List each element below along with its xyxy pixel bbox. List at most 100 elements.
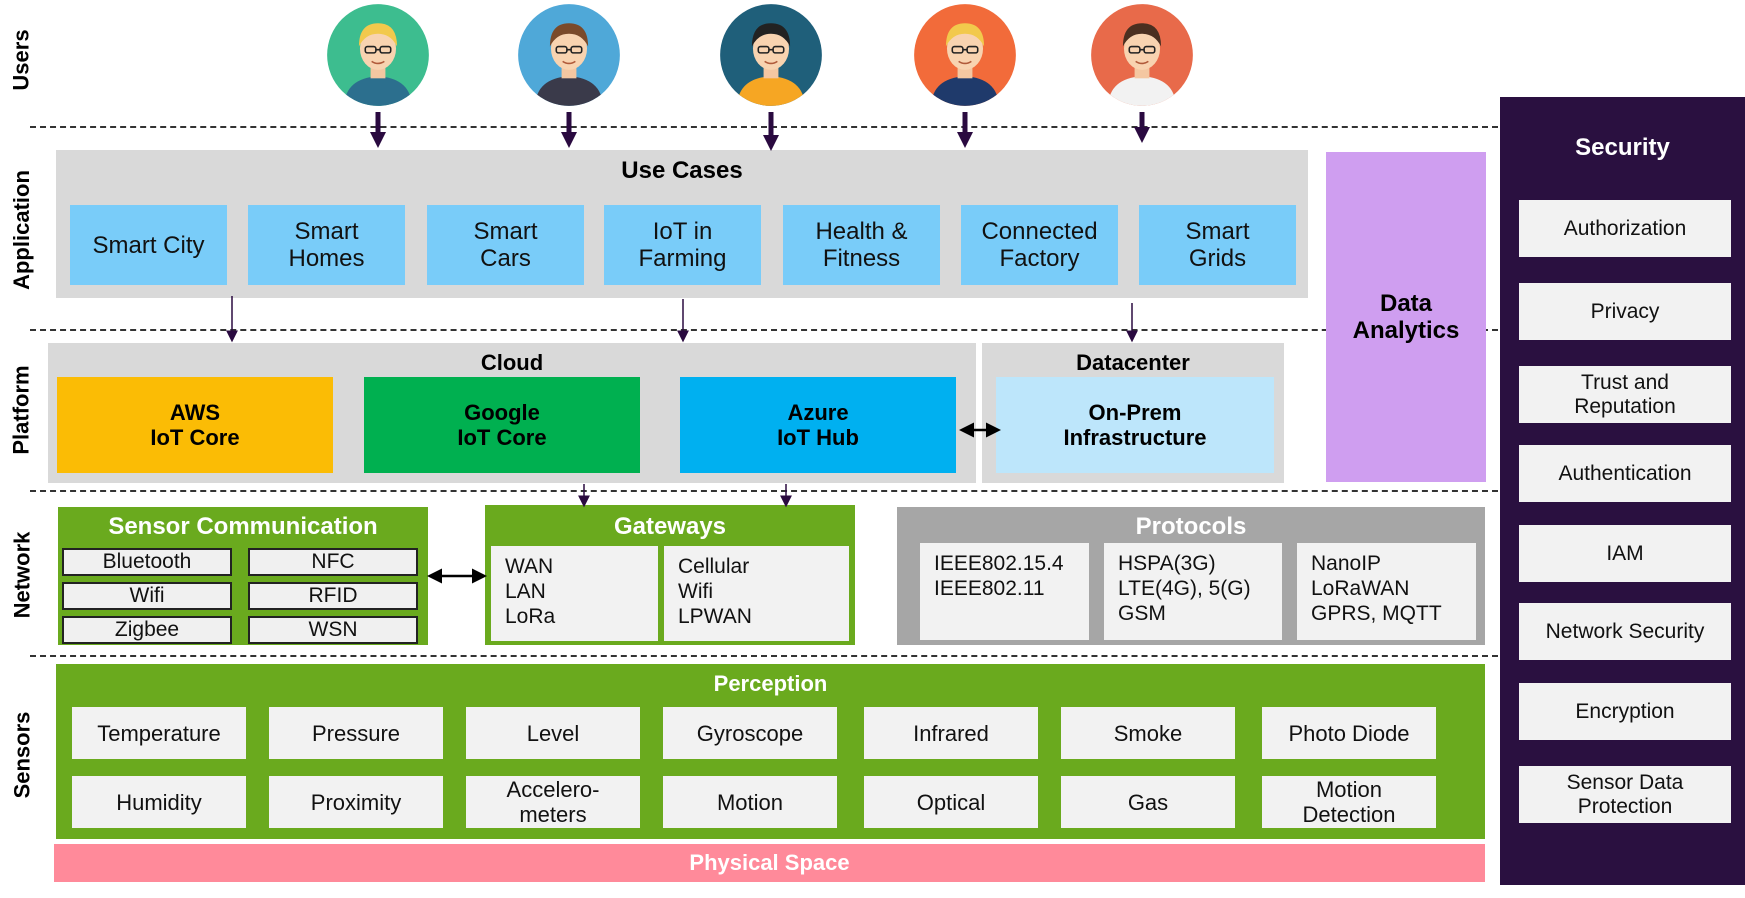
sensor-label: Smoke	[1113, 720, 1183, 746]
sensor-label: Pressure	[311, 720, 401, 746]
sensor-comm-item: RFID	[248, 582, 418, 610]
data-analytics-box: Data Analytics	[1326, 152, 1486, 482]
use-case-7: Smart Grids	[1139, 205, 1296, 285]
layer-label-network: Network	[9, 531, 35, 619]
use-case-label: IoT in Farming	[638, 218, 727, 272]
sensor-label: Motion Detection	[1302, 777, 1396, 827]
sensor-comm-label: NFC	[311, 550, 355, 573]
sensor-item: Optical	[864, 776, 1038, 828]
gateways-column-2: Cellular Wifi LPWAN	[664, 546, 849, 641]
azure-iot-hub-box: Azure IoT Hub	[680, 377, 956, 473]
sensor-label: Level	[526, 720, 580, 746]
use-case-label: Health & Fitness	[815, 218, 908, 272]
sensor-label: Gyroscope	[696, 720, 804, 746]
on-prem-infrastructure-label: On-Prem Infrastructure	[1063, 400, 1207, 450]
avatar-4	[914, 4, 1016, 106]
sensor-label: Gas	[1127, 789, 1169, 815]
sensor-label: Optical	[916, 789, 986, 815]
layer-label-application: Application	[9, 170, 34, 290]
sensor-communication-title: Sensor Communication	[108, 513, 378, 540]
security-label: Authorization	[1563, 216, 1687, 240]
aws-iot-core-box: AWS IoT Core	[57, 377, 333, 473]
protocols-title: Protocols	[1135, 513, 1247, 540]
on-prem-infrastructure-box: On-Prem Infrastructure	[996, 377, 1274, 473]
sensor-item: Infrared	[864, 707, 1038, 759]
sensor-item: Gas	[1061, 776, 1235, 828]
sensor-comm-label: Zigbee	[114, 618, 180, 641]
sensor-item: Humidity	[72, 776, 246, 828]
protocols-column-1: IEEE802.15.4 IEEE802.11	[920, 543, 1089, 640]
sensor-comm-item: WSN	[248, 616, 418, 644]
security-label: Authentication	[1558, 461, 1692, 485]
security-item: Sensor Data Protection	[1519, 766, 1731, 823]
perception-title: Perception	[713, 671, 828, 696]
aws-iot-core-label: AWS IoT Core	[150, 400, 240, 450]
sensor-label: Photo Diode	[1288, 720, 1410, 746]
security-item: Trust and Reputation	[1519, 366, 1731, 423]
platform-to-gateways-arrows	[578, 484, 792, 508]
sensor-item: Gyroscope	[663, 707, 837, 759]
layer-label-platform: Platform	[9, 365, 34, 455]
security-label: Privacy	[1590, 299, 1660, 323]
sensor-item: Level	[466, 707, 640, 759]
security-item: Authorization	[1519, 200, 1731, 257]
use-case-2: Smart Homes	[248, 205, 405, 285]
use-case-label: Smart City	[92, 231, 205, 259]
use-case-label: Smart Grids	[1185, 218, 1250, 272]
use-case-label: Smart Homes	[288, 218, 365, 272]
sensor-label: Proximity	[310, 789, 402, 815]
security-title: Security	[1575, 134, 1670, 161]
sensor-item: Pressure	[269, 707, 443, 759]
sensor-comm-label: RFID	[308, 584, 358, 607]
sensor-item: Accelero- meters	[466, 776, 640, 828]
security-label: Encryption	[1575, 699, 1675, 723]
azure-iot-hub-label: Azure IoT Hub	[777, 400, 859, 450]
google-iot-core-label: Google IoT Core	[457, 400, 547, 450]
separator-platform	[30, 490, 1498, 492]
gateways-title: Gateways	[613, 513, 727, 540]
layer-label-users: Users	[9, 29, 34, 91]
separator-network	[30, 655, 1498, 657]
sensor-comm-item: Bluetooth	[62, 548, 232, 576]
sensor-item: Temperature	[72, 707, 246, 759]
avatar-2	[518, 4, 620, 106]
avatar-3	[720, 4, 822, 106]
application-to-platform-arrows	[226, 296, 1138, 343]
avatar-5	[1091, 4, 1193, 106]
sensor-comm-label: WSN	[308, 618, 358, 641]
use-case-label: Smart Cars	[473, 218, 538, 272]
security-label: Sensor Data Protection	[1566, 770, 1684, 818]
use-case-1: Smart City	[70, 205, 227, 285]
security-item: IAM	[1519, 525, 1731, 582]
sensor-comm-item: NFC	[248, 548, 418, 576]
security-label: IAM	[1606, 541, 1644, 565]
google-iot-core-box: Google IoT Core	[364, 377, 640, 473]
security-item: Network Security	[1519, 603, 1731, 660]
separator-application	[30, 329, 1498, 331]
security-label: Network Security	[1545, 619, 1705, 643]
sensor-item: Photo Diode	[1262, 707, 1436, 759]
sensor-comm-item: Zigbee	[62, 616, 232, 644]
use-case-5: Health & Fitness	[783, 205, 940, 285]
sensor-label: Humidity	[116, 789, 202, 815]
sensor-item: Motion Detection	[1262, 776, 1436, 828]
physical-space-bar: Physical Space	[54, 844, 1485, 882]
gateways-column-1: WAN LAN LoRa	[491, 546, 658, 641]
protocols-column-2: HSPA(3G) LTE(4G), 5(G) GSM	[1104, 543, 1282, 640]
sensor-item: Smoke	[1061, 707, 1235, 759]
sensor-item: Proximity	[269, 776, 443, 828]
cloud-title: Cloud	[480, 350, 544, 375]
avatar-1	[327, 4, 429, 106]
security-item: Encryption	[1519, 683, 1731, 740]
use-case-label: Connected Factory	[981, 218, 1098, 272]
sensor-label: Accelero- meters	[506, 777, 600, 827]
data-analytics-label: Data Analytics	[1352, 290, 1460, 344]
sensor-label: Motion	[716, 789, 784, 815]
sensor-item: Motion	[663, 776, 837, 828]
datacenter-title: Datacenter	[1076, 350, 1190, 375]
sensor-comm-label: Wifi	[129, 584, 165, 607]
use-cases-title: Use Cases	[621, 157, 743, 184]
sensor-comm-item: Wifi	[62, 582, 232, 610]
use-case-4: IoT in Farming	[604, 205, 761, 285]
security-label: Trust and Reputation	[1574, 370, 1676, 418]
